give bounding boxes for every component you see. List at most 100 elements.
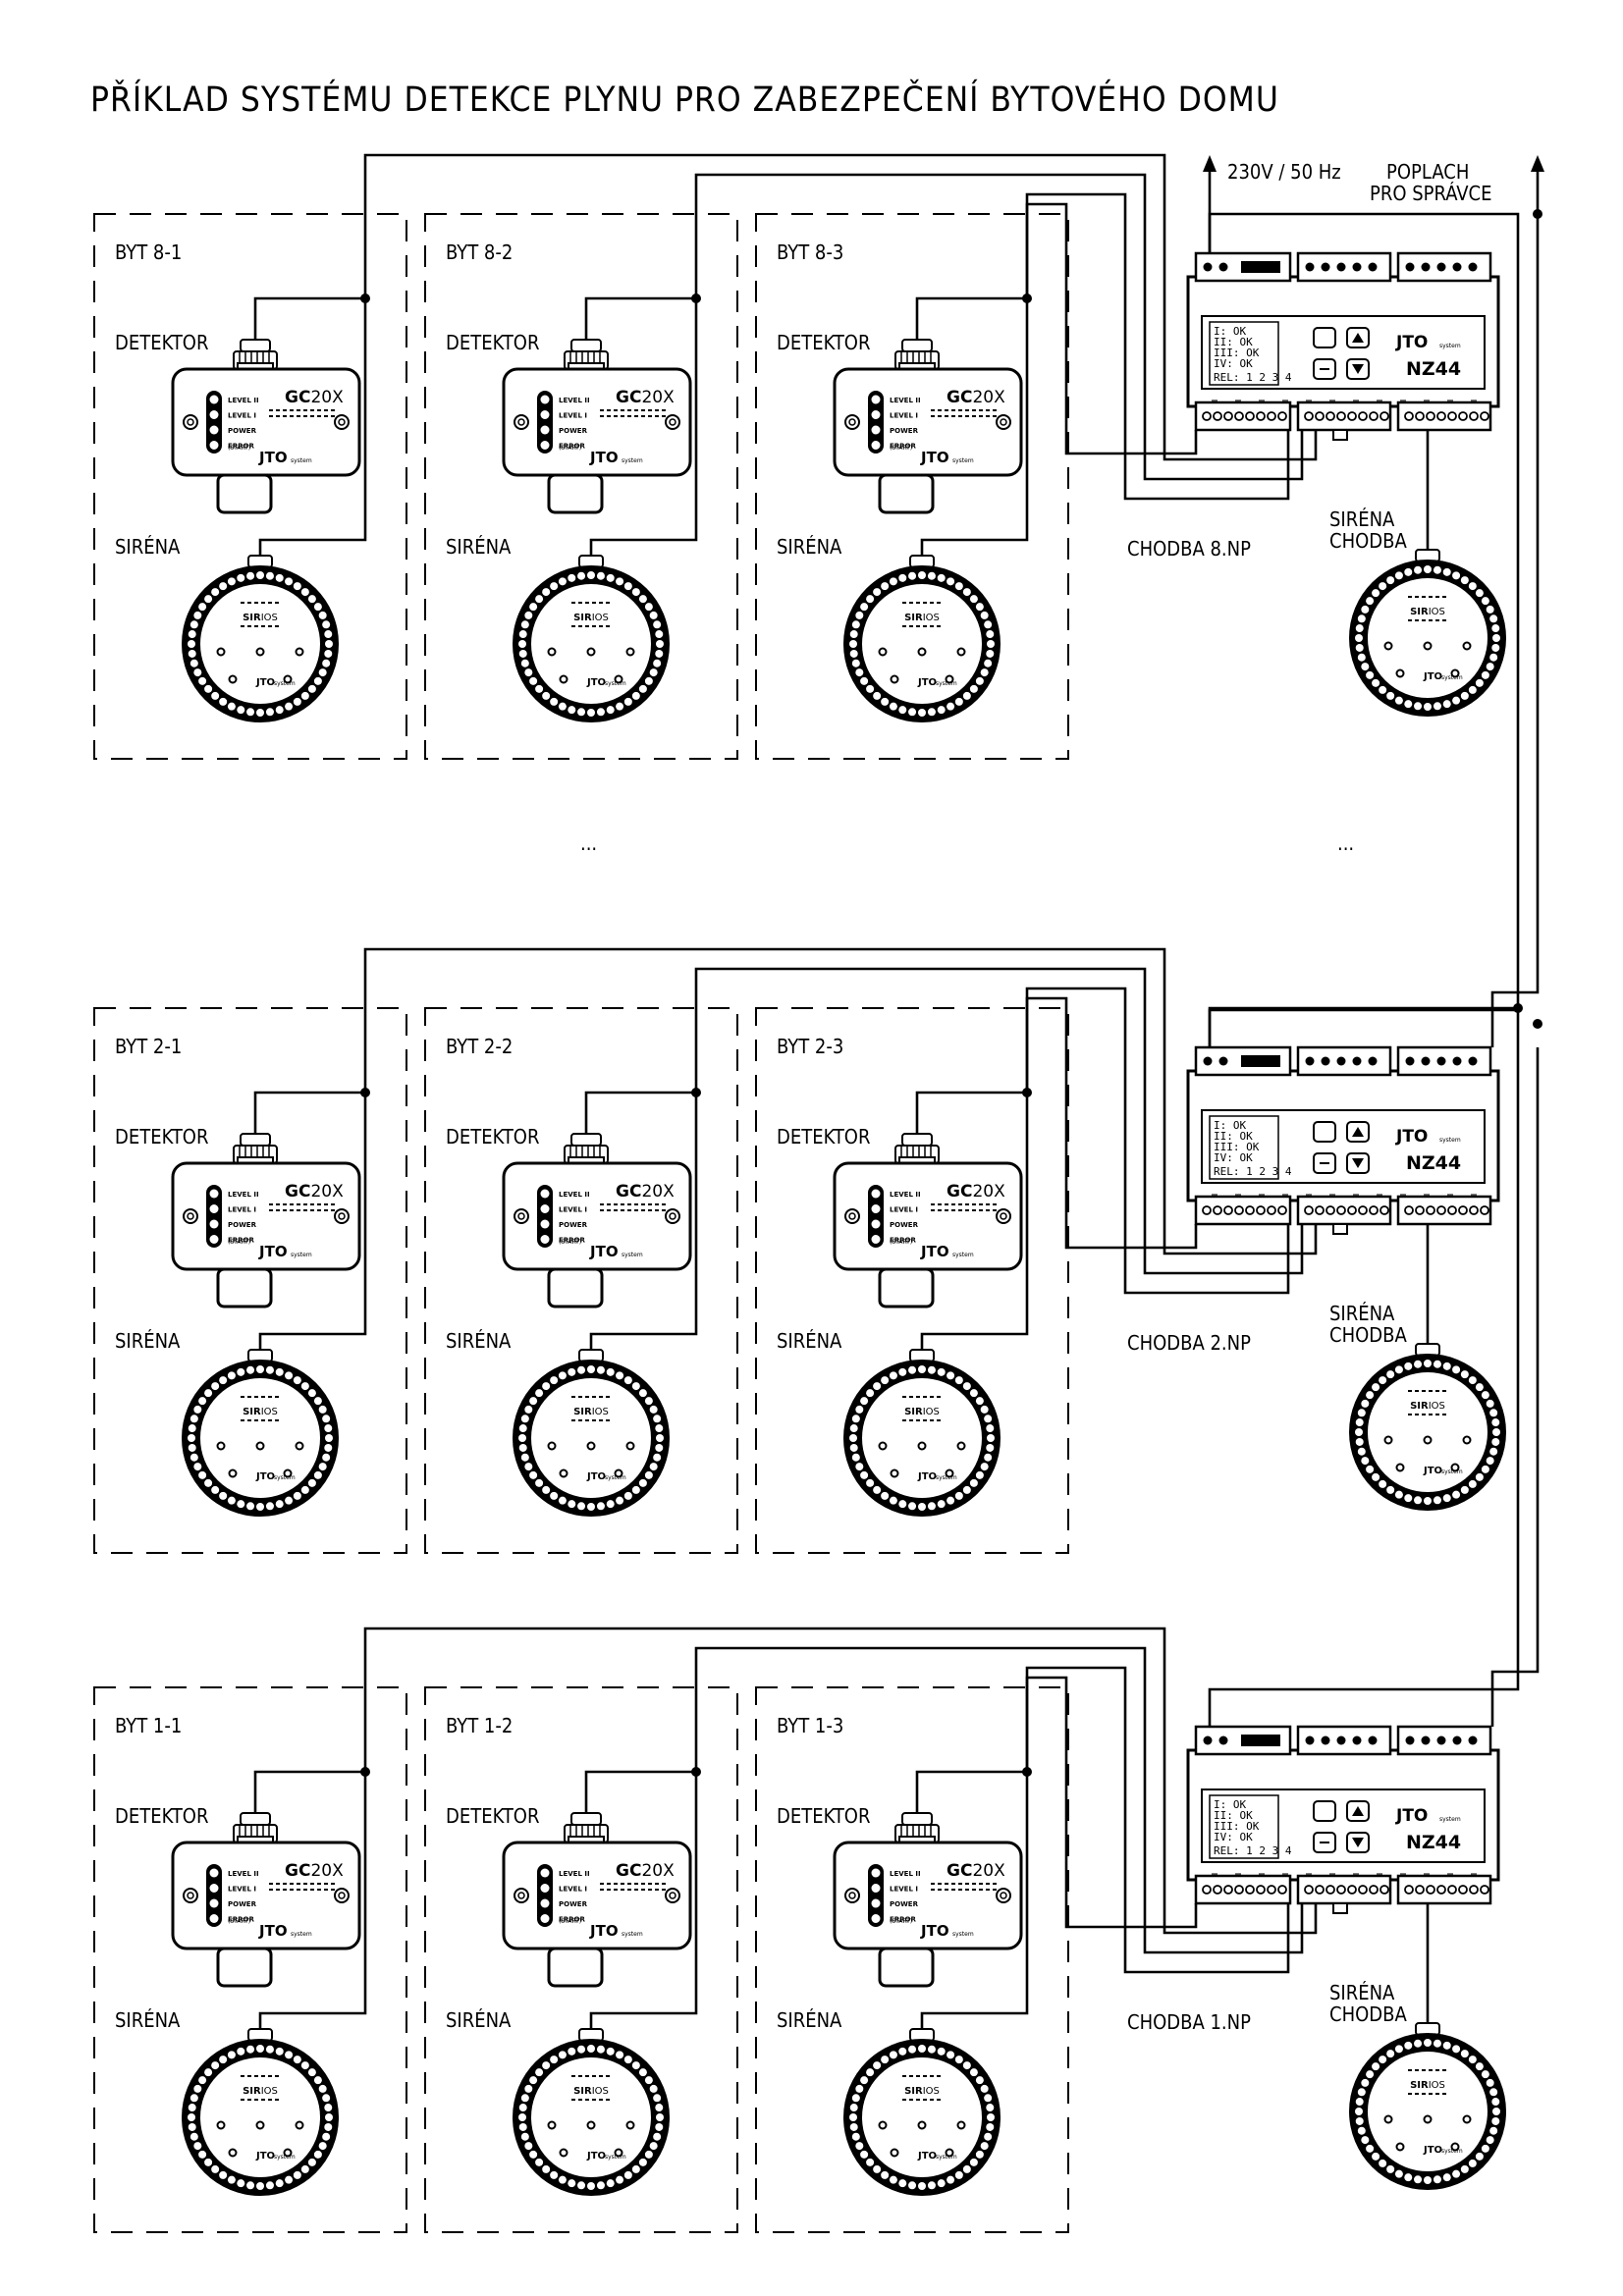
detector-brand: JTO [589,1922,619,1940]
siren-vent-dot [1481,2070,1489,2079]
siren-vent-dot [954,697,963,706]
siren-vent-dot [535,2158,544,2166]
siren-vent-dot [1491,643,1500,652]
siren-vent-dot [542,2164,551,2173]
siren-hole-icon [917,1441,927,1451]
siren-vent-dot [322,2132,331,2141]
detector-sensor-head [547,1267,604,1308]
siren-vent-dot [227,2175,236,2184]
siren-vent-dot [1404,567,1413,576]
detector-model: GC20X [947,1182,1005,1201]
siren-vent-dot [980,2084,989,2093]
led-label: LEVEL I [228,412,256,420]
siren-model: SIRIOS [904,2086,940,2097]
siren-vent-dot [293,1491,301,1500]
trunk-wire [1025,1676,1198,1929]
led-label: LEVEL I [559,1206,587,1214]
screw-icon-inner [848,1892,856,1899]
siren-vent-dot [649,1405,658,1414]
siren-vent-dot [1361,605,1370,614]
terminal-screw-icon [1436,1205,1446,1215]
detector-brand: JTO [920,1922,949,1940]
siren-vent-dot [246,2181,255,2190]
siren-vent-dot [986,630,995,639]
siren-vent-dot [520,2094,529,2103]
apartment-boundary [755,1686,1069,2233]
siren-brand-sub: system [1441,2148,1463,2155]
siren-vent-dot [204,1389,213,1398]
led-strip [868,1864,884,1927]
siren-vent-dot [518,2122,527,2131]
siren-vent-dot [881,2056,890,2064]
siren-vent-dot [1394,571,1403,580]
led-strip [206,391,222,454]
apartment-label: BYT 8-1 [115,240,182,264]
led-label: POWER [890,1900,919,1908]
lcd-row: IV: OK [1214,1831,1253,1843]
led-label: LEVEL II [890,397,921,404]
siren-hole-icon [1423,2114,1433,2124]
siren-vent-dot [300,2061,309,2070]
led-icon [871,395,881,404]
siren-vent-dot [293,2170,301,2179]
siren-vent-dot [1492,2108,1500,2115]
siren-vent-dot [1361,2078,1370,2087]
siren-vent-dot [227,2051,236,2059]
siren-vent-dot [535,1389,544,1398]
detector-wire [915,1091,1027,1134]
siren-hole-icon [890,674,899,684]
detector-brand-sub: system [291,1252,312,1258]
siren-vent-dot [1424,703,1432,711]
siren-hole-icon [890,1468,899,1478]
siren-vent-dot [849,630,858,639]
detector-model: GC20X [947,388,1005,407]
siren-vent-dot [1386,2050,1395,2058]
siren-vent-dot [631,588,640,597]
siren-vent-dot [1355,634,1363,642]
siren-vent-dot [908,708,917,717]
terminal-label-plate [1241,261,1280,273]
terminal-screw-icon [1223,1205,1233,1215]
terminal-screw-icon [1447,1205,1457,1215]
siren-vent-dot [908,571,917,580]
siren-vent-dot [237,573,245,582]
detector-gland-cap [901,1812,933,1826]
siren-vent-dot [918,571,926,579]
led-strip [537,1185,553,1248]
lcd-row: I: OK [1214,1798,1246,1811]
led-icon [209,1189,219,1199]
detector-model: GC20X [947,1861,1005,1881]
siren-vent-dot [1460,576,1469,585]
siren-hole-icon [878,1441,888,1451]
terminal-screw-icon [1452,1056,1462,1066]
siren-vent-dot [623,1491,632,1500]
detector-wire [915,1770,1027,1813]
siren-vent-dot [1379,2056,1387,2064]
detector-model-suffix: 20X [972,1861,1005,1881]
siren-vent-dot [285,1371,294,1380]
terminal-screw-icon [1436,262,1446,272]
siren-vent-dot [1366,2070,1375,2079]
screw-icon-inner [187,418,194,426]
siren-wire [920,1093,1029,1350]
detector-model: GC20X [285,1861,344,1881]
detector-brand-sub: system [291,1931,312,1938]
siren-vent-dot [518,1424,527,1433]
siren-vent-dot [980,611,989,619]
siren-vent-dot [529,603,538,612]
siren-vent-dot [237,1500,245,1509]
siren-model-rest: IOS [261,2086,278,2097]
siren-vent-dot [518,649,527,658]
siren-model-bold: SIR [1410,2080,1429,2091]
siren-vent-dot [1372,678,1380,687]
lcd-row: I: OK [1214,325,1246,338]
siren-vent-dot [606,2179,615,2188]
siren-vent-dot [568,706,576,715]
